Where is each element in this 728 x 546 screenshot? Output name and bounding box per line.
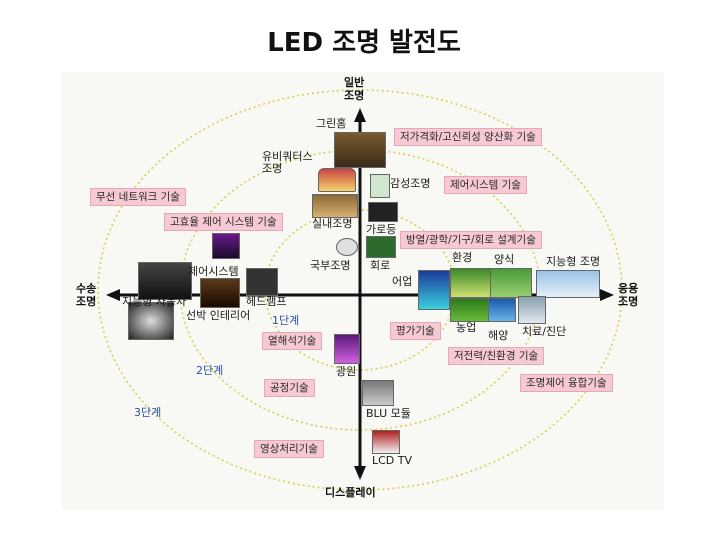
tech-label-design: 방열/광학/기구/회로 설계기술 <box>400 231 542 249</box>
tech-label-process: 공정기술 <box>264 379 315 397</box>
medical-photo <box>518 296 546 324</box>
app-label-lcd: LCD TV <box>372 454 413 467</box>
app-label-park: 광원 <box>336 365 357 378</box>
green-home-photo <box>334 132 386 168</box>
arrow-left <box>106 289 120 301</box>
environment-photo <box>450 268 492 298</box>
car-photo <box>138 262 192 300</box>
app-label-circuit: 회로 <box>370 259 391 272</box>
app-label-aquaculture: 양식 <box>494 253 515 266</box>
indoor-photo <box>312 194 358 218</box>
emotional-photo <box>370 174 390 198</box>
ubiquitous-photo <box>318 168 356 192</box>
tech-label-image-processing: 영상처리기술 <box>254 440 324 458</box>
blu-photo <box>362 380 394 406</box>
stage-3-ellipse <box>97 89 623 491</box>
control-photo <box>212 233 240 259</box>
street-photo <box>368 202 398 222</box>
app-label-control-system: 제어시스템 <box>188 265 239 278</box>
tech-label-evaluation: 평가기술 <box>390 322 441 340</box>
sign-photo <box>336 238 358 256</box>
tech-label-high-efficiency: 고효율 제어 시스템 기술 <box>164 213 283 231</box>
ocean-photo <box>488 298 516 322</box>
page-title: LED 조명 발전도 <box>267 28 461 58</box>
intelligent-light-photo <box>536 270 600 298</box>
park-photo <box>334 334 360 364</box>
headlight-photo <box>128 302 174 340</box>
app-label-fishery: 어업 <box>392 275 413 288</box>
app-label-medical: 치료/진단 <box>522 325 567 338</box>
arrow-up <box>354 108 366 122</box>
app-label-emotional: 감성조명 <box>390 177 431 190</box>
arrow-down <box>354 466 366 480</box>
stage-3-label: 3단계 <box>134 406 162 419</box>
app-label-indoor: 실내조명 <box>312 217 353 230</box>
axis-bottom-label: 디스플레이 <box>325 486 376 499</box>
tech-label-low-power: 저전력/친환경 기술 <box>448 347 545 365</box>
app-label-blu: BLU 모듈 <box>366 407 411 420</box>
lcd-photo <box>372 430 400 454</box>
circuit-photo <box>366 236 396 258</box>
aquaculture-photo <box>490 268 532 298</box>
app-label-green-home: 그린홈 <box>316 117 347 130</box>
app-label-agriculture: 농업 <box>456 321 477 334</box>
app-label-intelligent-light: 지능형 조명 <box>546 255 601 268</box>
app-label-sign: 국부조명 <box>310 259 351 272</box>
app-label-street: 가로등 <box>366 223 397 236</box>
agriculture-photo <box>450 298 492 322</box>
app-label-intelligent-car: 지능형 자동차 <box>122 295 187 308</box>
tech-label-mass-production: 저가격화/고신뢰성 양산화 기술 <box>394 128 542 146</box>
tech-label-lighting-fusion: 조명제어 융합기술 <box>520 374 613 392</box>
app-label-environment: 환경 <box>452 251 473 264</box>
app-label-ocean: 해양 <box>488 329 509 342</box>
tech-label-thermal: 열해석기술 <box>262 332 323 350</box>
tech-label-wireless-network: 무선 네트워크 기술 <box>90 188 186 206</box>
stage-2-label: 2단계 <box>196 364 224 377</box>
fishery-photo <box>418 270 450 310</box>
stage-1-label: 1단계 <box>272 314 300 327</box>
ship-photo <box>200 278 240 308</box>
app-label-headlamp: 헤드램프 <box>246 295 287 308</box>
arrow-right <box>600 289 614 301</box>
tech-label-control-system: 제어시스템 기술 <box>444 176 527 194</box>
headlamp-photo <box>246 268 278 296</box>
app-label-ship-interior: 선박 인테리어 <box>186 309 251 322</box>
